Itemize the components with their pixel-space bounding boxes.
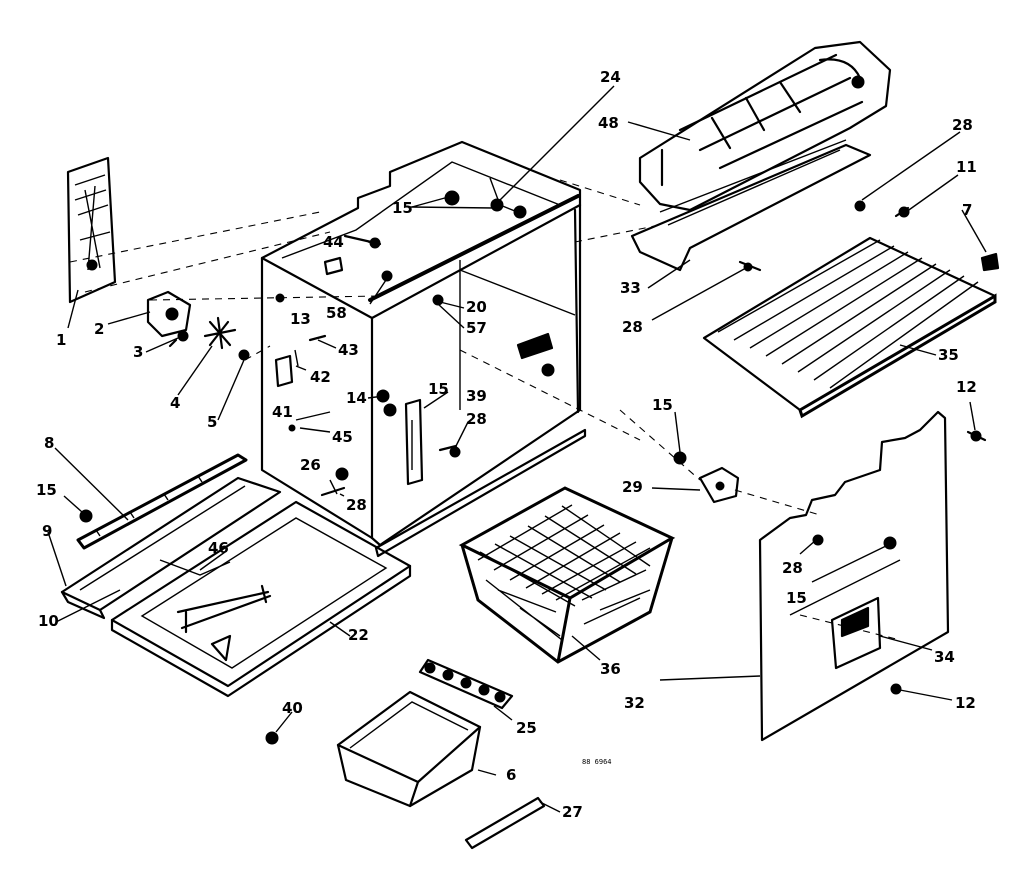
label-15-top: 15	[392, 199, 413, 217]
label-14: 14	[346, 389, 367, 407]
part-24-cabinet-liner	[260, 140, 587, 558]
label-29: 29	[622, 478, 643, 496]
part-2-motor-mount	[146, 290, 192, 338]
label-27: 27	[562, 803, 583, 821]
leader-lines	[47, 85, 987, 813]
part-25-roller-strip	[418, 658, 514, 710]
label-24: 24	[600, 68, 621, 86]
part-labels: 1 2 3 4 5 8 15 9 10 46 22 24 48 15 44 13…	[36, 68, 977, 821]
label-1: 1	[56, 331, 66, 349]
part-35-shelf-rack	[702, 236, 997, 419]
part-33-tray	[630, 139, 872, 272]
label-28-mid: 28	[466, 410, 487, 428]
part-22-crisper-cover	[110, 500, 412, 698]
label-15-right: 15	[652, 396, 673, 414]
label-28-panel: 28	[782, 559, 803, 577]
part-1-bracket-panel	[66, 156, 117, 304]
label-10: 10	[38, 612, 59, 630]
part-32-back-panel	[758, 410, 987, 742]
label-11: 11	[956, 158, 977, 176]
label-58: 58	[326, 304, 347, 322]
label-28-right: 28	[622, 318, 643, 336]
label-43: 43	[338, 341, 359, 359]
diagram-code: 88 6964	[582, 758, 612, 766]
label-44: 44	[323, 233, 344, 251]
label-35: 35	[938, 346, 959, 364]
label-12-top: 12	[956, 378, 977, 396]
label-46: 46	[208, 539, 229, 557]
label-41: 41	[272, 403, 293, 421]
label-33: 33	[620, 279, 641, 297]
part-6-pan	[336, 690, 482, 808]
label-22: 22	[348, 626, 369, 644]
right-top-fasteners	[738, 200, 1000, 272]
cabinet-small-parts	[274, 190, 555, 497]
label-8: 8	[44, 434, 54, 452]
part-9-frame	[60, 476, 282, 620]
label-45: 45	[332, 428, 353, 446]
label-28-top: 28	[952, 116, 973, 134]
part-3-screw	[168, 330, 189, 348]
label-2: 2	[94, 320, 104, 338]
label-26: 26	[300, 456, 321, 474]
label-42: 42	[310, 368, 331, 386]
part-29-hinge-bracket	[673, 451, 740, 504]
label-15-left: 15	[36, 481, 57, 499]
label-39: 39	[466, 387, 487, 405]
label-57: 57	[466, 319, 487, 337]
label-40: 40	[282, 699, 303, 717]
part-36-wire-basket	[458, 486, 676, 664]
label-34: 34	[934, 648, 955, 666]
part-8-rail	[76, 453, 248, 550]
label-13: 13	[290, 310, 311, 328]
part-27-rod	[464, 796, 546, 850]
part-15-left-screw	[79, 509, 93, 523]
part-34-latch-plate	[830, 596, 902, 695]
label-15-mid: 15	[428, 380, 449, 398]
label-36: 36	[600, 660, 621, 678]
label-15-panel: 15	[786, 589, 807, 607]
label-5: 5	[207, 413, 217, 431]
label-3: 3	[133, 343, 143, 361]
label-4: 4	[170, 394, 180, 412]
part-5-screw	[238, 349, 250, 361]
label-7: 7	[962, 201, 972, 219]
label-32: 32	[624, 694, 645, 712]
label-12-bottom: 12	[955, 694, 976, 712]
part-4-fan-blade	[203, 316, 237, 350]
alignment-lines	[69, 179, 901, 641]
label-6: 6	[506, 766, 516, 784]
part-40-screw	[265, 731, 279, 745]
label-28-low: 28	[346, 496, 367, 514]
label-25: 25	[516, 719, 537, 737]
label-9: 9	[42, 522, 52, 540]
part-48-ice-maker	[638, 40, 892, 212]
label-20: 20	[466, 298, 487, 316]
label-48: 48	[598, 114, 619, 132]
